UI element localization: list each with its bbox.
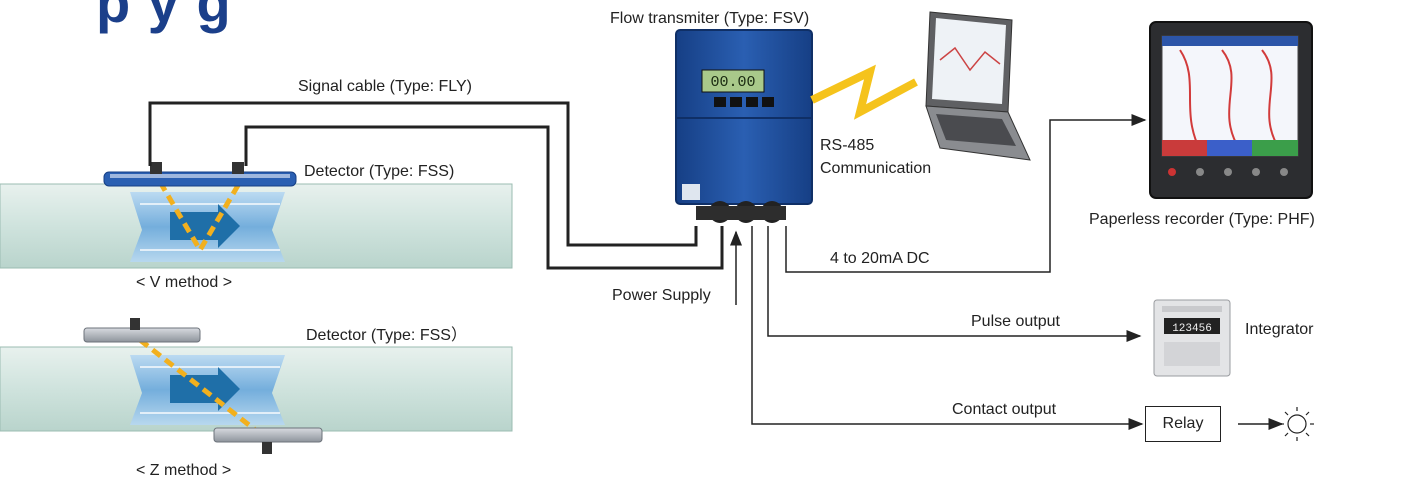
flow-transmitter: 00.00 xyxy=(675,29,813,223)
label-signal-cable: Signal cable (Type: FLY) xyxy=(298,78,473,95)
label-rs485-line2: Communication xyxy=(820,160,932,177)
label-detector-z: Detector (Type: FSS） xyxy=(306,327,467,344)
detector-z-lower xyxy=(213,427,323,454)
integrator-device: 123456 xyxy=(1153,299,1231,377)
label-pulse-output: Pulse output xyxy=(971,313,1060,330)
page-title-fragment: p y g xyxy=(96,0,232,34)
integrator-display: 123456 xyxy=(1172,323,1212,335)
label-contact-output: Contact output xyxy=(952,401,1057,418)
ultrasonic-path-z xyxy=(138,338,260,434)
ultrasonic-path-v xyxy=(157,180,243,255)
label-integrator: Integrator xyxy=(1245,321,1314,338)
label-detector-v: Detector (Type: FSS) xyxy=(304,163,455,180)
detector-v-rail xyxy=(103,162,297,187)
contact-output-line xyxy=(751,226,1144,430)
laptop-computer xyxy=(925,11,1031,161)
label-z-method: < Z method > xyxy=(136,462,232,479)
transmitter-display: 00.00 xyxy=(710,74,755,91)
lamp-icon xyxy=(1280,407,1314,441)
relay-box: Relay xyxy=(1145,406,1221,442)
signal-cable-1 xyxy=(148,101,698,247)
paperless-recorder xyxy=(1149,21,1313,199)
label-flow-transmitter: Flow transmiter (Type: FSV) xyxy=(610,10,810,27)
analog-output-line xyxy=(785,114,1147,273)
label-rs485-line1: RS-485 xyxy=(820,137,875,154)
label-relay: Relay xyxy=(1162,415,1204,432)
label-power-supply: Power Supply xyxy=(612,287,711,304)
label-analog-output: 4 to 20mA DC xyxy=(830,250,930,267)
rs485-link xyxy=(810,64,918,120)
label-v-method: < V method > xyxy=(136,274,233,291)
detector-z-upper xyxy=(83,318,201,343)
label-paperless-recorder: Paperless recorder (Type: PHF) xyxy=(1089,211,1315,228)
pulse-output-line xyxy=(767,226,1142,342)
signal-cable-2 xyxy=(244,125,724,270)
